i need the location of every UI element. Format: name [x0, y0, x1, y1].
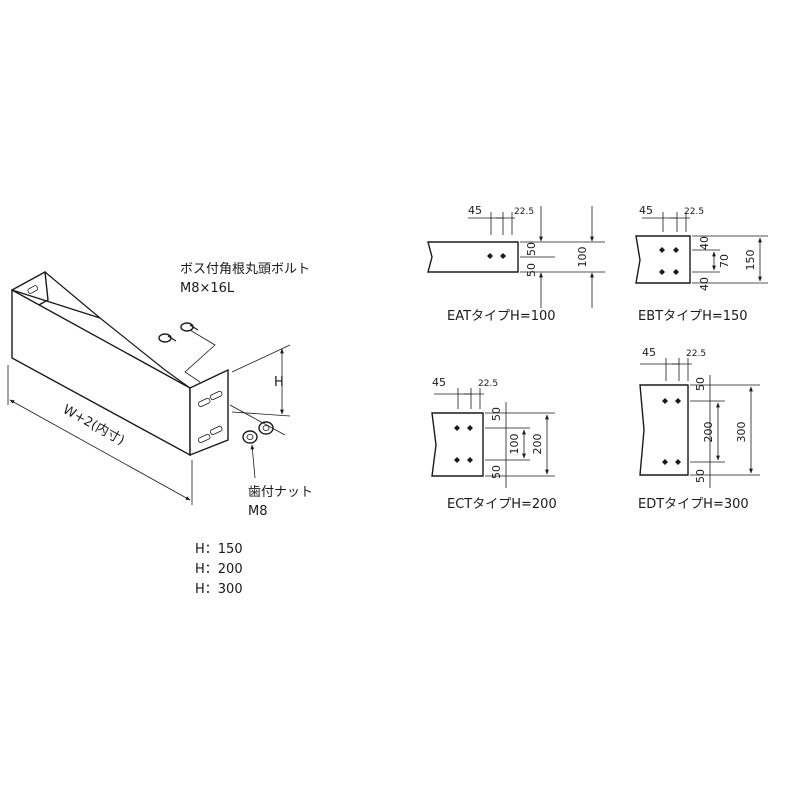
bolt-axis-line [229, 404, 286, 436]
bolt-icon [180, 322, 199, 332]
eat-dim-50-bottom: 50 [525, 263, 538, 277]
edt-caption: EDTタイプH=300 [638, 497, 749, 512]
edt-dim-22-5: 22.5 [686, 349, 706, 359]
nut-size-label: M8 [248, 504, 268, 519]
ect-dim-100: 100 [508, 434, 521, 455]
h-option-300: H：300 [195, 582, 243, 597]
eat-plate [427, 241, 519, 273]
bolt-leader-line [184, 329, 216, 383]
plate-lip [11, 289, 101, 319]
nut-leader-line [250, 444, 256, 479]
edt-type-diagram [639, 358, 760, 488]
ebt-dim-40-top: 40 [698, 236, 711, 250]
ebt-caption: EBTタイプH=150 [638, 309, 748, 324]
ect-dim-50-top: 50 [490, 407, 503, 421]
h-ext-top [231, 344, 291, 373]
plate-top-edge [44, 271, 191, 389]
ebt-type-diagram [635, 212, 768, 284]
nut-label: 歯付ナット [248, 485, 313, 500]
ebt-dim-45: 45 [639, 204, 653, 217]
ect-type-diagram [431, 388, 555, 488]
eat-dim-50-top: 50 [525, 242, 538, 256]
eat-dim-height: 100 [576, 247, 589, 268]
right-flange-slot-upper-2 [209, 390, 223, 400]
ect-plate [431, 412, 484, 477]
edt-dim-50-bottom: 50 [694, 469, 707, 483]
h-dimension-label: H [274, 375, 284, 390]
bracket-isometric-view [7, 270, 291, 505]
bolt-label: ボス付角根丸頭ボルト [180, 262, 310, 277]
ebt-plate [635, 235, 691, 284]
nut-icon-2 [242, 430, 258, 444]
bolt-size-label: M8×16L [180, 281, 235, 296]
w-dimension-line [9, 399, 191, 501]
eat-dim-22-5: 22.5 [514, 207, 534, 217]
ebt-dim-height: 150 [744, 250, 757, 271]
edt-dim-45: 45 [642, 346, 656, 359]
ebt-dim-22-5: 22.5 [684, 207, 704, 217]
ebt-dim-70: 70 [718, 254, 731, 268]
h-ext-bottom [231, 411, 291, 417]
ect-dim-height: 200 [531, 434, 544, 455]
left-flange-slot [27, 285, 39, 294]
ebt-dim-40-bottom: 40 [698, 277, 711, 291]
ect-dim-50-bottom: 50 [490, 465, 503, 479]
eat-hole [500, 253, 506, 259]
eat-hole [487, 253, 493, 259]
ect-dim-22-5: 22.5 [478, 379, 498, 389]
right-end-flange [189, 368, 229, 457]
ect-caption: ECTタイプH=200 [447, 497, 557, 512]
edt-dim-height: 300 [735, 422, 748, 443]
right-flange-slot-lower-2 [209, 425, 223, 435]
edt-plate [639, 384, 689, 476]
right-flange-slot-lower [197, 433, 211, 443]
eat-dim-45: 45 [468, 204, 482, 217]
nut-icon [258, 421, 274, 435]
right-flange-slot-upper [197, 397, 211, 407]
edt-dim-200: 200 [702, 422, 715, 443]
ect-dim-45: 45 [432, 376, 446, 389]
h-option-150: H：150 [195, 542, 243, 557]
edt-dim-50-top: 50 [694, 377, 707, 391]
bolt-icon-2 [158, 333, 177, 343]
h-option-200: H：200 [195, 562, 243, 577]
eat-type-diagram [427, 206, 605, 308]
eat-caption: EATタイプH=100 [447, 309, 556, 324]
